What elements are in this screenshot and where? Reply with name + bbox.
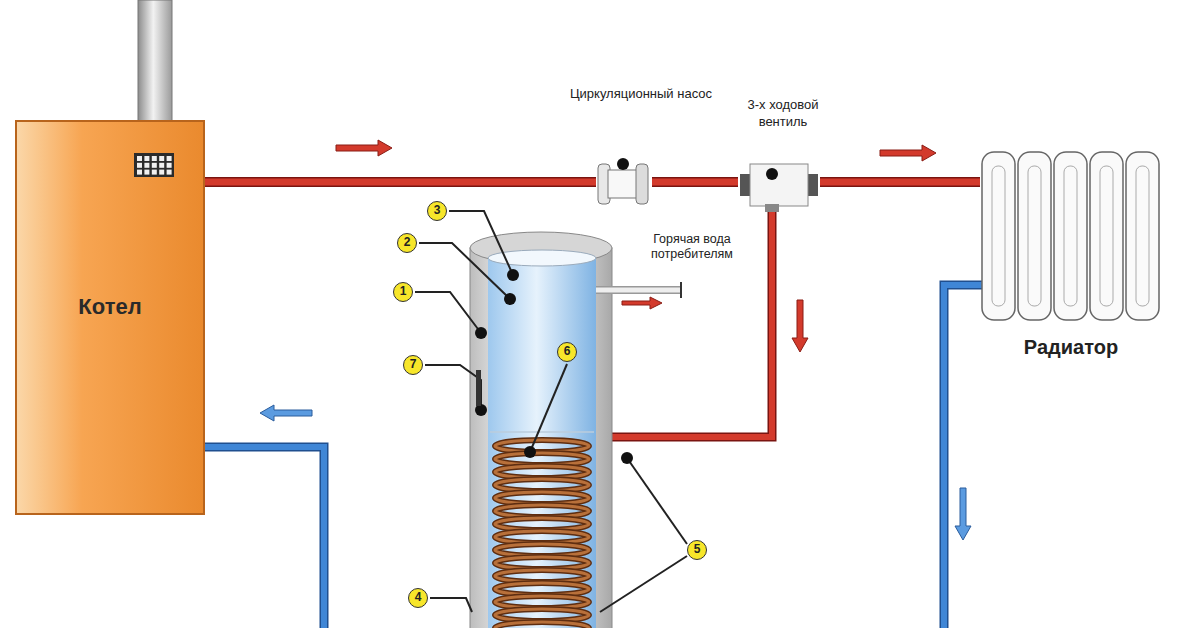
pipe-end	[680, 282, 682, 298]
leader-dot	[475, 269, 633, 464]
circulation-pump: Циркуляционный насос	[596, 158, 652, 210]
supply-pipe	[820, 179, 980, 186]
radiator: Радиатор	[980, 150, 1162, 322]
callout-number: 5	[687, 540, 707, 560]
three-way-valve: 3-х ходовой вентиль	[738, 160, 820, 210]
node-label: 3-х ходовой вентиль	[708, 96, 858, 130]
supply-pipe	[600, 205, 772, 437]
node-label: Котел	[17, 294, 203, 320]
pump-shape	[596, 158, 652, 210]
return-pipe	[944, 285, 990, 628]
node-label: Радиатор	[980, 336, 1162, 359]
return-pipe	[944, 285, 990, 628]
hot-water-pipe	[596, 288, 680, 293]
callout-number: 2	[397, 233, 417, 253]
flow-arrow	[336, 140, 936, 352]
callout-number: 4	[408, 588, 428, 608]
thermostat	[476, 370, 481, 406]
supply-pipe	[205, 179, 596, 186]
pipe-outline	[652, 177, 738, 187]
return-pipe	[200, 447, 324, 628]
supply-pipe	[652, 179, 738, 186]
control-panel	[134, 153, 174, 177]
hot-water-pipe	[596, 286, 680, 294]
callout-number: 6	[557, 342, 577, 362]
callout-number: 1	[393, 282, 413, 302]
pipe-outline	[820, 177, 980, 187]
valve-shape	[738, 160, 820, 210]
pipe-outline	[205, 177, 596, 187]
storage-tank	[470, 232, 612, 628]
callout-number: 3	[427, 201, 447, 221]
supply-pipe	[600, 205, 772, 437]
outlet-label: Горячая вода потребителям	[622, 232, 762, 262]
chimney	[138, 0, 172, 132]
boiler-shape	[17, 122, 207, 517]
return-pipe	[200, 447, 324, 628]
node-label: Циркуляционный насос	[566, 86, 716, 102]
callout-number: 7	[403, 355, 423, 375]
radiator-shape	[980, 150, 1162, 322]
leader-line	[415, 211, 687, 612]
return-arrow	[260, 405, 971, 540]
boiler: Котел	[15, 120, 205, 515]
